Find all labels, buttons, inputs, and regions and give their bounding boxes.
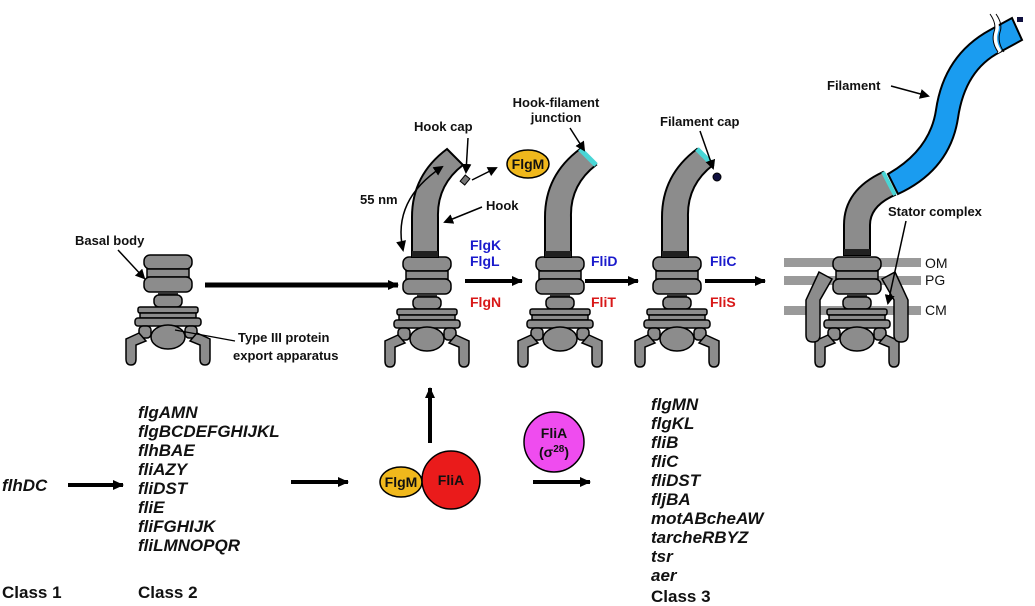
class3-gene: aer [651, 566, 678, 585]
flia-sigma-name: FliA [541, 425, 567, 441]
class2-gene: fliDST [138, 479, 189, 498]
step3-chaperone: FliS [710, 294, 736, 310]
membrane-label-pg: PG [925, 272, 945, 288]
junction-label-line2: junction [530, 110, 582, 125]
class-1: flhDC Class 1 [2, 476, 62, 602]
stator-complex-label: Stator complex [888, 204, 983, 219]
class3-gene: flgKL [651, 414, 694, 433]
junction-stage: Hook-filament junction [513, 95, 603, 368]
step2-chaperone: FliT [591, 294, 616, 310]
stator-pointer [884, 220, 907, 305]
filament-cap [712, 172, 722, 182]
junction-ring-3 [881, 171, 897, 196]
class3-gene: fliB [651, 433, 678, 452]
export-apparatus-pointer [174, 329, 236, 342]
class-2: flgAMN flgBCDEFGHIJKL flhBAE fliAZY fliD… [138, 403, 280, 602]
hook-stage: Hook cap FlgM Hook 55 nm [360, 119, 550, 368]
flgm-flia-complex: FlgM FliA [379, 450, 481, 510]
basal-body-label: Basal body [75, 233, 145, 248]
class1-label: Class 1 [2, 583, 62, 602]
filament-pointer [890, 85, 930, 99]
flgm-released [506, 149, 550, 179]
step2-exported-1: FliD [591, 253, 617, 269]
filament-cap-stage: Filament cap [634, 114, 740, 368]
hook-cap-label: Hook cap [414, 119, 473, 134]
step3-exported-1: FliC [710, 253, 736, 269]
flia-sigma-factor: (σ28) [539, 444, 569, 460]
junction-pointer [569, 127, 586, 152]
flia-bound [421, 450, 481, 510]
export-apparatus-label-line2: export apparatus [233, 348, 338, 363]
stator-left [805, 270, 834, 343]
flgm-bound-label: FlgM [385, 474, 418, 490]
class1-gene: flhDC [2, 476, 48, 495]
filament-cap-label: Filament cap [660, 114, 740, 129]
class-3: flgMN flgKL fliB fliC fliDST fljBA motAB… [651, 395, 765, 606]
free-flia-sigma28: FliA (σ28) [523, 411, 585, 473]
class2-gene: fliFGHIJK [138, 517, 217, 536]
class3-gene: fliC [651, 452, 679, 471]
class2-gene: flhBAE [138, 441, 195, 460]
class3-label: Class 3 [651, 587, 711, 606]
flgm-released-label: FlgM [512, 156, 545, 172]
membrane-label-om: OM [925, 255, 948, 271]
class2-gene: flgBCDEFGHIJKL [138, 422, 280, 441]
class2-label: Class 2 [138, 583, 198, 602]
step1-exported-1: FlgK [470, 237, 501, 253]
hook-label: Hook [486, 198, 519, 213]
junction-label-line1: Hook-filament [513, 95, 600, 110]
class2-gene: fliLMNOPQR [138, 536, 241, 555]
hook-length-arrow [396, 165, 444, 252]
class2-gene: fliAZY [138, 460, 189, 479]
filament-cap-pointer [699, 130, 716, 170]
hook-length-label: 55 nm [360, 192, 398, 207]
basal-body-stage: Basal body Type III protein export appar… [75, 233, 338, 366]
class3-gene: tsr [651, 547, 674, 566]
class3-gene: motABcheAW [651, 509, 765, 528]
hook-pointer [443, 206, 483, 224]
class3-gene: flgMN [651, 395, 699, 414]
step1-chaperone: FlgN [470, 294, 501, 310]
class2-gene: flgAMN [138, 403, 198, 422]
class3-gene: fljBA [651, 490, 691, 509]
class3-gene: tarcheRBYZ [651, 528, 749, 547]
membrane-label-cm: CM [925, 302, 947, 318]
class3-gene: fliDST [651, 471, 702, 490]
hook-cap-pointer [461, 137, 472, 174]
class2-gene: fliE [138, 498, 165, 517]
flgm-release-arrow [471, 167, 498, 181]
filament-label: Filament [827, 78, 881, 93]
basal-body-pointer [117, 249, 146, 280]
filament [886, 16, 1024, 196]
complete-flagellum-stage: OM PG CM Stator complex Filament [784, 12, 1024, 368]
export-apparatus-label-line1: Type III protein [238, 330, 330, 345]
flia-sigma28 [523, 411, 585, 473]
hook-cap [459, 174, 471, 186]
flia-bound-label: FliA [438, 472, 464, 488]
step1-exported-2: FlgL [470, 253, 500, 269]
filament-tip-cap [1017, 17, 1023, 22]
stator-right [880, 270, 909, 343]
